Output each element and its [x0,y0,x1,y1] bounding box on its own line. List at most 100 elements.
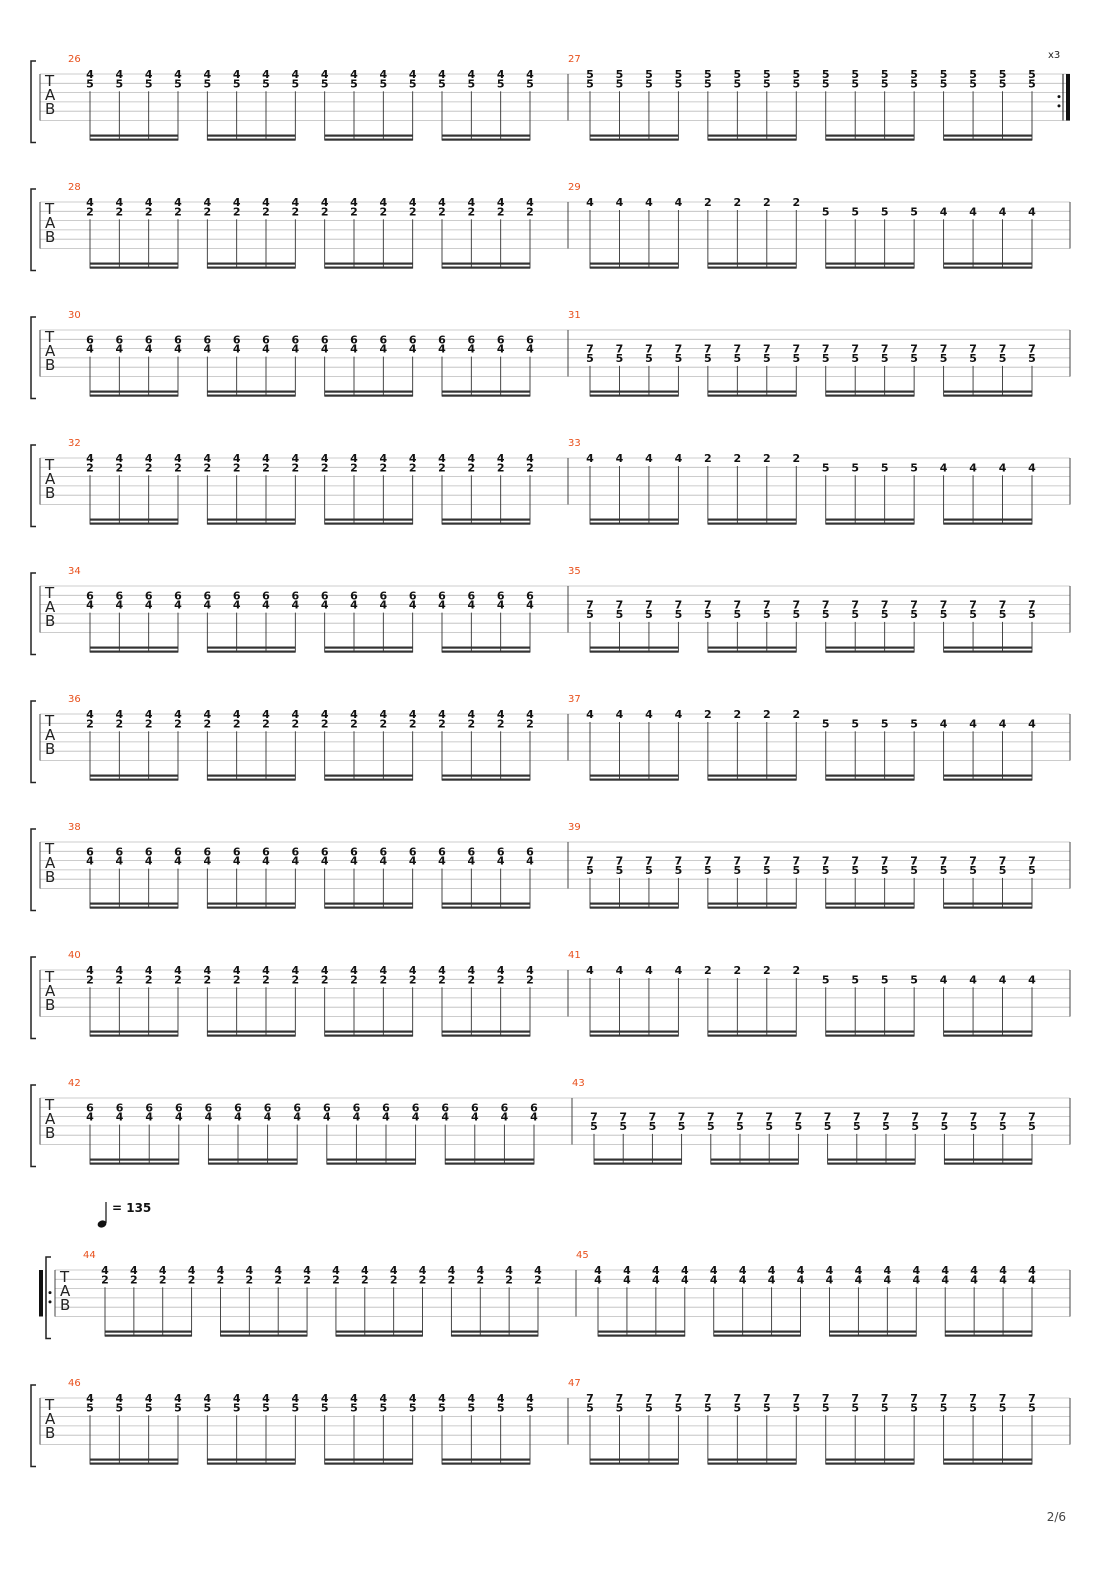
fret-number: 4 [675,964,683,977]
fret-number: 5 [174,1401,182,1414]
fret-number: 4 [497,343,505,356]
fret-number: 5 [645,77,653,90]
repeat-count-label: x3 [1048,50,1060,61]
fret-number: 7 [675,1392,683,1405]
beam [335,1330,423,1333]
beam [90,138,178,141]
beam [825,646,915,649]
fret-number: 5 [969,864,977,877]
fret-number: 7 [851,1392,859,1405]
fret-number: 4 [497,452,505,465]
fret-number: 4 [468,708,476,721]
fret-number: 4 [1028,973,1036,986]
beam [207,1030,296,1033]
fret-number: 2 [292,717,300,730]
tab-clef-letter: A [45,342,56,360]
fret-number: 2 [321,717,329,730]
beam [707,650,797,653]
fret-number: 2 [380,717,388,730]
fret-number: 7 [1028,1111,1036,1124]
beam [943,650,1032,653]
fret-number: 5 [586,68,594,81]
fret-number: 5 [586,352,594,365]
beam [707,774,797,777]
fret-number: 5 [586,864,594,877]
fret-number: 6 [409,845,417,858]
fret-number: 5 [86,1401,94,1414]
fret-number: 4 [1028,461,1036,474]
fret-number: 4 [409,68,417,81]
fret-number: 6 [438,333,446,346]
fret-number: 7 [792,1392,800,1405]
fret-number: 4 [174,855,182,868]
measure-number: 38 [68,822,81,833]
fret-number: 4 [526,855,534,868]
beam [827,1162,916,1165]
beam [590,522,679,525]
fret-number: 4 [292,855,300,868]
fret-number: 7 [619,1111,627,1124]
fret-number: 2 [246,1273,254,1286]
beam [590,394,679,397]
fret-number: 4 [116,599,124,612]
fret-number: 5 [940,352,948,365]
fret-number: 4 [86,196,94,209]
fret-number: 7 [882,1111,890,1124]
fret-number: 6 [262,333,270,346]
beam [825,650,915,653]
fret-number: 4 [350,196,358,209]
fret-number: 7 [586,1392,594,1405]
beam [324,134,413,137]
fret-number: 7 [999,599,1007,612]
fret-number: 4 [361,1264,369,1277]
beam [90,262,178,265]
fret-number: 6 [86,1101,94,1114]
fret-number: 4 [497,599,505,612]
fret-number: 6 [262,589,270,602]
fret-number: 2 [468,717,476,730]
fret-number: 6 [468,845,476,858]
fret-number: 6 [145,1101,153,1114]
fret-number: 5 [526,1401,534,1414]
beam [207,902,296,905]
repeat-dot [48,1300,52,1304]
fret-number: 4 [710,1273,718,1286]
fret-number: 2 [174,717,182,730]
fret-number: 5 [1028,352,1036,365]
fret-number: 5 [910,1401,918,1414]
fret-number: 7 [763,855,771,868]
fret-number: 5 [822,77,830,90]
fret-number: 5 [675,1401,683,1414]
fret-number: 4 [675,452,683,465]
fret-number: 4 [526,1392,534,1405]
fret-number: 6 [116,589,124,602]
fret-number: 6 [380,589,388,602]
fret-number: 7 [586,343,594,356]
beam [825,262,915,265]
fret-number: 2 [86,973,94,986]
beam [944,1158,1032,1161]
beam [825,266,915,269]
fret-number: 7 [999,1392,1007,1405]
fret-number: 5 [380,77,388,90]
tab-clef-letter: B [45,100,55,118]
fret-number: 4 [497,1392,505,1405]
tab-clef-letter: A [45,854,56,872]
beam [90,390,178,393]
fret-number: 2 [204,461,212,474]
fret-number: 4 [526,599,534,612]
fret-number: 6 [116,1101,124,1114]
fret-number: 5 [704,608,712,621]
fret-number: 4 [586,964,594,977]
fret-number: 4 [205,1111,213,1124]
fret-number: 7 [969,855,977,868]
fret-number: 7 [792,855,800,868]
fret-number: 5 [86,77,94,90]
fret-number: 6 [262,845,270,858]
fret-number: 4 [409,599,417,612]
beam [590,774,679,777]
fret-number: 2 [704,708,712,721]
fret-number: 5 [941,1120,949,1133]
fret-number: 4 [204,196,212,209]
fret-number: 2 [130,1273,138,1286]
